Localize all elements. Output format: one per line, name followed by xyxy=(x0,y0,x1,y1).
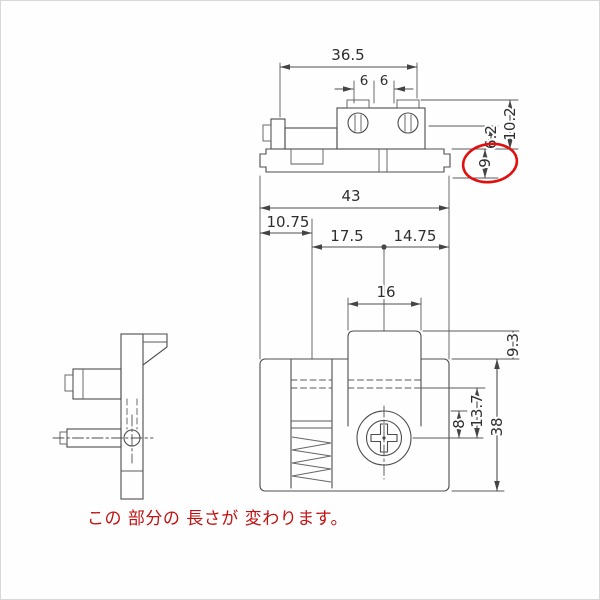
dim-8-label: 8 xyxy=(450,419,468,429)
top-view-dimensions: 36.5 6 6 10.2 6.2 9 xyxy=(279,44,521,184)
note-text: この 部分の 長さが 変わります。 xyxy=(87,509,349,529)
dim-9-label: 9 xyxy=(476,158,494,168)
front-view-dimensions: 9.3 38 13.7 8 xyxy=(412,330,524,492)
hatch-scribble xyxy=(291,436,332,483)
dim-13-7-label: 13.7 xyxy=(468,394,486,427)
highlight-circle xyxy=(461,142,519,184)
dim-14-75-label: 14.75 xyxy=(394,227,437,245)
dim-16-label: 16 xyxy=(376,283,395,301)
dim-10-2-label: 10.2 xyxy=(501,107,519,140)
screw-left xyxy=(347,112,369,134)
dim-36-5-label: 36.5 xyxy=(331,46,364,64)
top-view-drawing xyxy=(259,99,451,173)
mid-dimensions: 43 10.75 17.5 14.75 16 xyxy=(259,175,450,360)
dim-10-75-label: 10.75 xyxy=(267,213,310,231)
dim-17-5-label: 17.5 xyxy=(330,227,363,245)
dim-6-left-label: 6 xyxy=(360,73,369,89)
side-view-drawing xyxy=(52,333,168,500)
front-view-drawing xyxy=(259,330,450,492)
dim-6-right-label: 6 xyxy=(380,73,389,89)
dim-38-label: 38 xyxy=(488,417,506,436)
dim-43-label: 43 xyxy=(341,187,360,205)
dim-9-3-label: 9.3 xyxy=(504,333,522,357)
screw-right xyxy=(397,112,419,134)
